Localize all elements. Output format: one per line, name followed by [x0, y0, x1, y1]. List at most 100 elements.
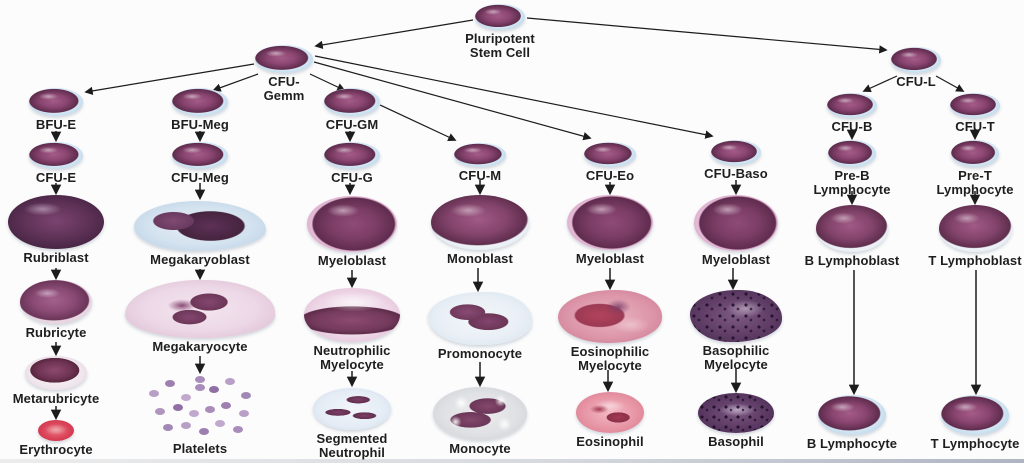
cfu-l-label: CFU-L: [896, 74, 936, 89]
basophilic-myelocyte-cell-image: [690, 290, 782, 342]
basophil-cell-image: [698, 393, 774, 433]
node-myeloblast-basophilic: Myeloblast: [666, 195, 806, 267]
t-lymphoblast-cell-image: [938, 205, 1012, 252]
rubricyte-label: Rubricyte: [25, 325, 87, 340]
megakaryoblast-cell-image: [134, 201, 266, 251]
myeloblast-label: Myeloblast: [317, 253, 387, 268]
node-cfu-b: CFU-B: [777, 93, 927, 134]
segmented-neutrophil-cell-image: [313, 388, 391, 430]
monocyte-cell-image: [433, 387, 527, 440]
cfu-gm-cell-image: [324, 88, 380, 116]
bfu-e-cell-image: [29, 88, 83, 116]
eosinophilic-myelocyte-label: Eosinophilic Myelocyte: [570, 344, 650, 373]
cfu-gemm-cell-image: [255, 45, 313, 73]
cfu-baso-cell-image: [711, 140, 761, 165]
arrow-stem-to-cfu-l: [526, 17, 888, 54]
promonocyte-label: Promonocyte: [437, 346, 523, 361]
cfu-m-label: CFU-M: [458, 168, 502, 183]
cfu-e-label: CFU-E: [35, 170, 77, 185]
node-cfu-gm: CFU-GM: [282, 88, 422, 132]
neutrophilic-myelocyte-label: Neutrophilic Myelocyte: [313, 343, 391, 372]
pre-b-lymphocyte-cell-image: [828, 140, 876, 167]
cfu-g-cell-image: [324, 142, 380, 169]
node-pre-b-lymphocyte: Pre-B Lymphocyte: [777, 140, 927, 196]
cfu-meg-cell-image: [172, 142, 228, 169]
node-bfu-meg: BFU-Meg: [122, 88, 278, 132]
pre-b-lymphocyte-label: Pre-B Lymphocyte: [813, 168, 891, 197]
node-pre-t-lymphocyte: Pre-T Lymphocyte: [900, 140, 1024, 196]
eosinophil-cell-image: [576, 392, 644, 433]
rubricyte-cell-image: [20, 280, 92, 324]
node-cfu-l: CFU-L: [841, 47, 991, 89]
t-lymphoblast-label: T Lymphoblast: [928, 253, 1022, 268]
monoblast-cell-image: [431, 195, 529, 250]
cfu-m-cell-image: [454, 143, 506, 167]
megakaryoblast-label: Megakaryoblast: [150, 252, 250, 267]
node-cfu-baso: CFU-Baso: [666, 140, 806, 181]
myeloblast-cell-image: [694, 195, 778, 251]
node-cfu-e: CFU-E: [0, 142, 112, 185]
rubriblast-cell-image: [8, 195, 104, 249]
platelets-label: Platelets: [172, 441, 228, 456]
metarubricyte-cell-image: [25, 356, 87, 390]
basophilic-myelocyte-label: Basophilic Myelocyte: [702, 343, 770, 372]
pre-t-lymphocyte-label: Pre-T Lymphocyte: [936, 168, 1014, 197]
node-rubriblast: Rubriblast: [0, 195, 112, 265]
node-bfu-e: BFU-E: [0, 88, 112, 132]
branch-arrows: [84, 17, 965, 141]
node-platelets: Platelets: [122, 374, 278, 456]
arrow-gemm-to-cfu-baso: [314, 55, 714, 139]
maturation-arrows: [50, 129, 982, 421]
node-b-lymphocyte: B Lymphocyte: [777, 395, 927, 451]
node-cfu-meg: CFU-Meg: [122, 142, 278, 185]
pluripotent-stem-cell-image: [475, 4, 525, 30]
cfu-eo-cell-image: [584, 142, 636, 167]
cfu-baso-label: CFU-Baso: [704, 166, 768, 181]
metarubricyte-label: Metarubricyte: [12, 391, 100, 406]
node-t-lymphoblast: T Lymphoblast: [900, 205, 1024, 268]
pre-t-lymphocyte-cell-image: [951, 140, 999, 167]
myeloblast-cell-image: [307, 196, 397, 252]
arrow-gemm-to-cfu-gm: [309, 73, 346, 91]
node-basophilic-myelocyte: Basophilic Myelocyte: [666, 290, 806, 371]
node-cfu-m: CFU-M: [410, 143, 550, 183]
neutrophilic-myelocyte-cell-image: [304, 288, 400, 342]
bfu-e-label: BFU-E: [35, 117, 77, 132]
node-promonocyte: Promonocyte: [410, 292, 550, 361]
cfu-gm-label: CFU-GM: [325, 117, 379, 132]
node-megakaryocyte: Megakaryocyte: [122, 280, 278, 354]
node-segmented-neutrophil: Segmented Neutrophil: [282, 388, 422, 459]
node-monoblast: Monoblast: [410, 195, 550, 266]
node-metarubricyte: Metarubricyte: [0, 356, 112, 406]
segmented-neutrophil-label: Segmented Neutrophil: [316, 431, 388, 460]
platelets-cluster-image: [122, 374, 278, 440]
megakaryocyte-label: Megakaryocyte: [152, 339, 248, 354]
erythrocyte-cell-image: [38, 420, 74, 441]
eosinophilic-myelocyte-cell-image: [558, 290, 662, 343]
megakaryocyte-cell-image: [125, 280, 275, 338]
myeloblast-label: Myeloblast: [701, 252, 771, 267]
cfu-eo-label: CFU-Eo: [585, 168, 635, 183]
cfu-gemm-label: CFU- Gemm: [263, 74, 305, 103]
t-lymphocyte-label: T Lymphocyte: [930, 436, 1020, 451]
node-megakaryoblast: Megakaryoblast: [122, 201, 278, 267]
rubriblast-label: Rubriblast: [23, 250, 89, 265]
cfu-t-cell-image: [950, 93, 1000, 118]
cfu-e-cell-image: [29, 142, 83, 169]
b-lymphocyte-cell-image: [818, 395, 886, 435]
cfu-b-cell-image: [827, 93, 877, 118]
node-eosinophil: Eosinophil: [540, 392, 680, 449]
bfu-meg-label: BFU-Meg: [171, 117, 229, 132]
node-erythrocyte: Erythrocyte: [0, 420, 112, 457]
cfu-t-label: CFU-T: [955, 119, 995, 134]
node-cfu-gemm: CFU- Gemm: [204, 45, 364, 102]
basophil-label: Basophil: [708, 434, 764, 449]
erythrocyte-label: Erythrocyte: [19, 442, 93, 457]
myeloblast-label: Myeloblast: [575, 251, 645, 266]
node-eosinophilic-myelocyte: Eosinophilic Myelocyte: [540, 290, 680, 372]
node-rubricyte: Rubricyte: [0, 280, 112, 340]
arrow-cfu-gm-to-cfu-m: [379, 104, 457, 141]
promonocyte-cell-image: [428, 292, 532, 345]
node-b-lymphoblast: B Lymphoblast: [777, 205, 927, 268]
